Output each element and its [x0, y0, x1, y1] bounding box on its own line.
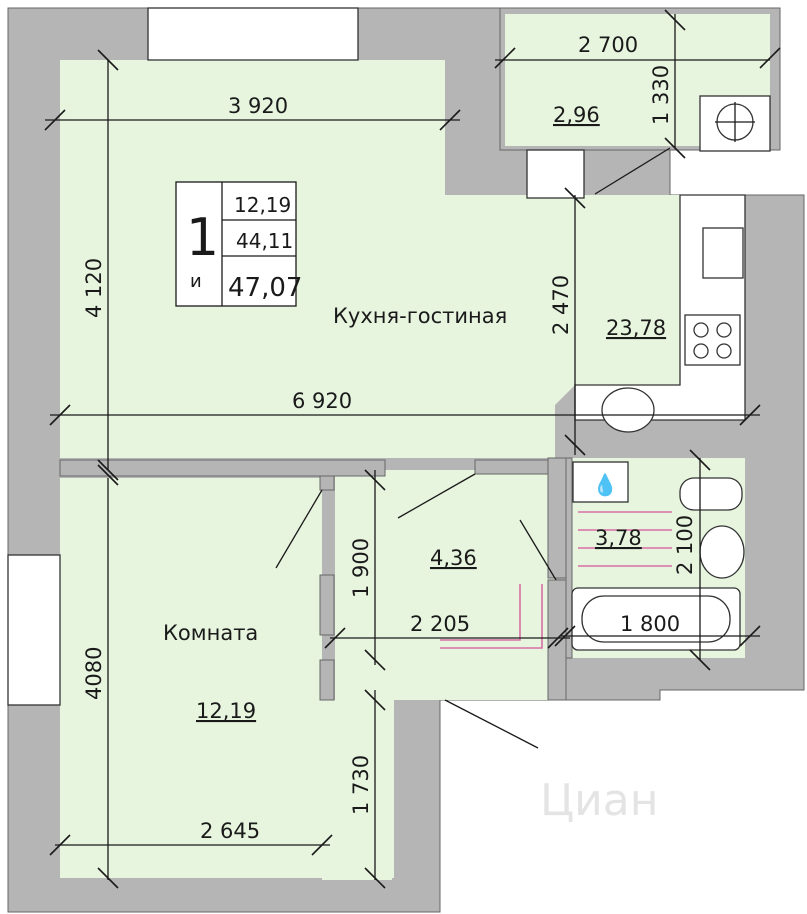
kitchen-window: [147, 7, 359, 61]
dimension-lines: [44, 9, 781, 889]
room-floor-lower: [322, 700, 394, 878]
toilet-icon: [679, 477, 743, 511]
dim-room-width: 2 645: [200, 819, 260, 843]
badge-rooms: 1: [186, 208, 219, 268]
hall-area: 4,36: [430, 546, 477, 570]
room-window: [7, 554, 61, 706]
doors: [275, 147, 671, 749]
kitchen-sink-icon: [601, 387, 655, 433]
dim-hall-width: 2 205: [410, 612, 470, 636]
dim-total-width: 6 920: [292, 389, 352, 413]
balcony-door: [526, 149, 585, 199]
dim-kitchen-mid-height: 2 470: [549, 275, 573, 335]
dim-room-lower-height: 1 730: [349, 755, 373, 815]
floor-areas: [60, 14, 770, 880]
dim-balcony-width: 2 700: [578, 33, 638, 57]
hall-floor: [335, 470, 555, 700]
room-area: 12,19: [196, 699, 256, 723]
water-heater-icon: [572, 461, 629, 503]
kitchen-counter-unit: [702, 227, 744, 279]
badge-total-area: 47,07: [228, 273, 302, 303]
watermark: Циан: [540, 775, 659, 826]
dim-hall-height: 1 900: [349, 538, 373, 598]
bathroom-fixtures: 💧: [440, 461, 745, 651]
windows: [7, 7, 585, 706]
svg-text:💧: 💧: [592, 472, 618, 497]
balcony-area: 2,96: [553, 103, 600, 127]
dim-kitchen-top-width: 3 920: [228, 94, 288, 118]
badge-net-area: 44,11: [236, 229, 293, 253]
room-name: Комната: [163, 621, 258, 645]
badge-living-area: 12,19: [234, 193, 291, 217]
stove-icon: [684, 314, 741, 366]
badge-letter: и: [190, 271, 202, 292]
washbasin-icon: [699, 525, 745, 579]
kitchen-living-name: Кухня-гостиная: [333, 304, 507, 328]
bathroom-area: 3,78: [595, 526, 642, 550]
heating-pipes: [578, 511, 672, 567]
kitchen-living-floor: [60, 60, 680, 458]
dim-room-height: 4080: [82, 647, 106, 700]
hall-lower-floor: [335, 660, 550, 700]
dim-balcony-depth: 1 330: [649, 65, 673, 125]
room-floor-main: [60, 478, 322, 878]
dim-kitchen-left-height: 4 120: [82, 258, 106, 318]
apartment-badge: 1 и 12,19 44,11 47,07: [175, 181, 302, 307]
kitchen-living-area: 23,78: [606, 316, 666, 340]
dim-bath-height: 2 100: [673, 515, 697, 575]
kitchen-fixtures: [574, 95, 771, 433]
dim-tub-length: 1 800: [620, 612, 680, 636]
